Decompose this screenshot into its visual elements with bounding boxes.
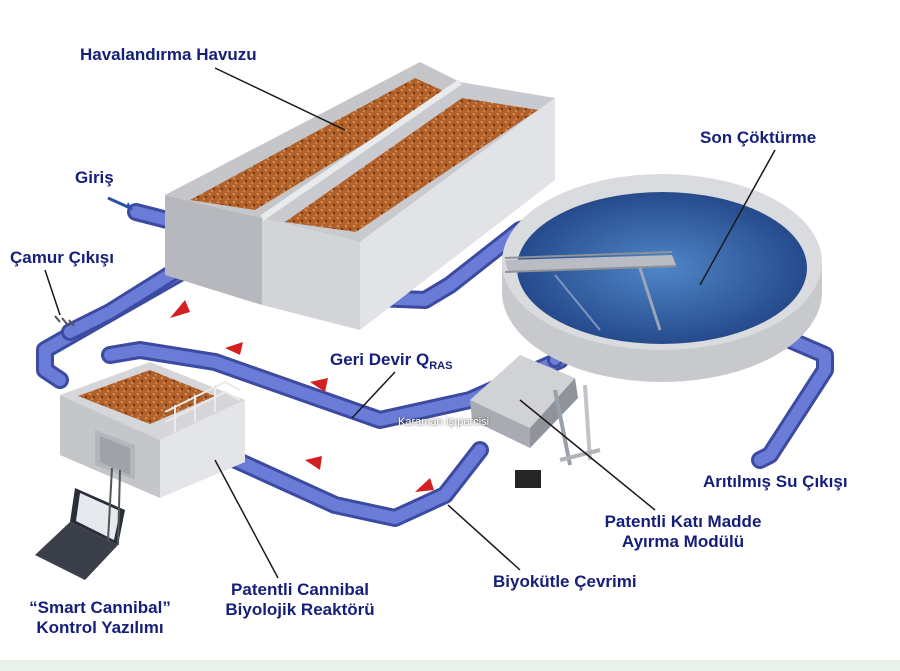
- flow-arrow: [225, 342, 243, 355]
- pipe-network: [36, 203, 834, 527]
- label-control-software-line1: “Smart Cannibal”: [29, 598, 171, 617]
- label-treated-water-outlet: Arıtılmış Su Çıkışı: [703, 472, 848, 491]
- solids-separation-module: [470, 355, 601, 488]
- label-reactor: Patentli Cannibal Biyolojik Reaktörü: [200, 580, 400, 620]
- flow-arrows: [126, 202, 434, 492]
- sludge-drops-icon: [54, 315, 75, 327]
- flow-arrow: [310, 378, 328, 392]
- label-reactor-line2: Biyolojik Reaktörü: [225, 600, 375, 619]
- label-return-flow-sub: RAS: [429, 360, 453, 372]
- bottom-band: [0, 660, 900, 671]
- final-clarifier: [502, 174, 822, 382]
- label-aeration-tank: Havalandırma Havuzu: [80, 45, 257, 64]
- flow-arrow: [170, 300, 190, 318]
- leader-clarifier: [699, 149, 776, 286]
- label-return-flow: Geri Devir QRAS: [330, 350, 453, 372]
- label-biomass-cycle: Biyokütle Çevrimi: [493, 572, 637, 591]
- inlet-arrow: [126, 202, 133, 210]
- inlet-arrow-line: [107, 196, 129, 209]
- flow-arrow: [415, 478, 434, 492]
- leader-sludge: [44, 269, 61, 316]
- leader-lines: [44, 67, 776, 579]
- label-reactor-line1: Patentli Cannibal: [231, 580, 369, 599]
- label-sludge-outlet: Çamur Çıkışı: [10, 248, 114, 267]
- leader-reactor: [214, 459, 279, 579]
- label-control-software: “Smart Cannibal” Kontrol Yazılımı: [0, 598, 200, 638]
- leader-aeration: [214, 67, 346, 131]
- leader-return: [351, 371, 396, 419]
- aeration-tank: [165, 62, 555, 330]
- laptop-icon: [35, 467, 125, 580]
- label-control-software-line2: Kontrol Yazılımı: [36, 618, 164, 637]
- flow-arrow: [305, 456, 322, 470]
- label-solids-separation-line1: Patentli Katı Madde: [604, 512, 762, 531]
- watermark-text: Karaman Işıpercisi: [398, 416, 490, 428]
- cannibal-reactor: [60, 362, 245, 498]
- label-inlet: Giriş: [75, 168, 114, 187]
- label-solids-separation-line2: Ayırma Modülü: [621, 532, 745, 551]
- label-solids-separation: Patentli Katı Madde Ayırma Modülü: [578, 512, 788, 552]
- leader-biomass: [447, 504, 521, 571]
- leader-separation: [519, 399, 656, 511]
- label-final-clarifier: Son Çöktürme: [700, 128, 817, 147]
